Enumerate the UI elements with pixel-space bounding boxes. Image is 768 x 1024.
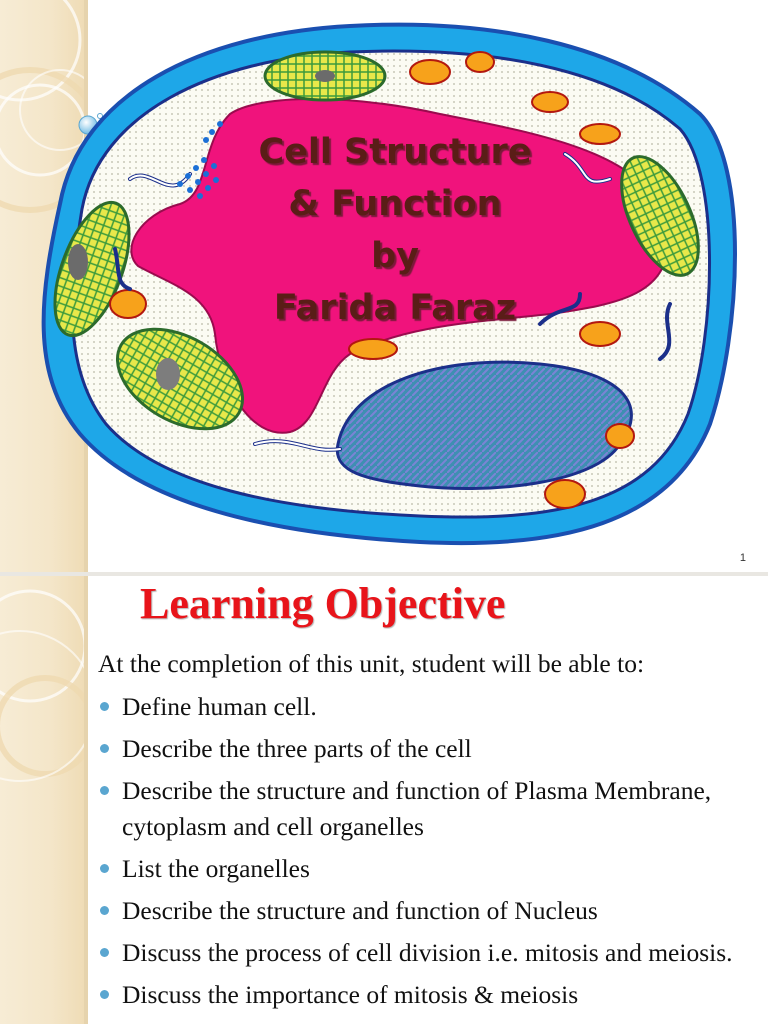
- presentation-title: Cell Structure & Function by Farida Fara…: [225, 126, 565, 334]
- plant-cell-illustration: [41, 22, 737, 546]
- title-line-4: Farida Faraz: [273, 288, 517, 328]
- list-item: Describe the three parts of the cell: [98, 731, 758, 767]
- list-item: Describe the structure and function of N…: [98, 893, 758, 929]
- list-item-text: Describe the structure and function of N…: [122, 896, 598, 925]
- bullet-icon: [100, 702, 109, 711]
- list-item: Discuss the importance of mitosis & meio…: [98, 977, 758, 1013]
- list-item-text: List the organelles: [122, 854, 310, 883]
- list-item-text: Define human cell.: [122, 692, 317, 721]
- title-line-1: Cell Structure: [258, 132, 532, 172]
- bullet-icon: [100, 744, 109, 753]
- bullet-icon: [100, 786, 109, 795]
- list-item: List the organelles: [98, 851, 758, 887]
- slide-2: Learning Objective At the completion of …: [0, 576, 768, 1024]
- bullet-icon: [100, 906, 109, 915]
- list-item: Describe the structure and function of P…: [98, 773, 758, 845]
- sidebar-circles-icon: [0, 589, 96, 782]
- list-item-text: Discuss the process of cell division i.e…: [122, 938, 733, 967]
- intro-text: At the completion of this unit, student …: [98, 649, 645, 678]
- list-item-text: Discuss the importance of mitosis & meio…: [122, 980, 579, 1009]
- slide-1: Cell Structure & Function by Farida Fara…: [0, 0, 746, 572]
- title-line-2: & Function: [288, 184, 502, 224]
- sidebar-edge: [84, 576, 88, 1024]
- bullet-icon: [100, 864, 109, 873]
- slide-heading: Learning Objective: [140, 579, 506, 628]
- objectives-list: Define human cell. Describe the three pa…: [98, 689, 758, 1019]
- list-item: Define human cell.: [98, 689, 758, 725]
- title-line-3: by: [371, 236, 419, 276]
- list-item: Discuss the process of cell division i.e…: [98, 935, 758, 971]
- slide-separator: [0, 572, 768, 576]
- list-item-text: Describe the structure and function of P…: [122, 776, 712, 841]
- sidebar-decoration: [0, 576, 96, 1024]
- bullet-icon: [100, 990, 109, 999]
- slide-number: 1: [739, 552, 746, 564]
- bullet-icon: [100, 948, 109, 957]
- list-item-text: Describe the three parts of the cell: [122, 734, 472, 763]
